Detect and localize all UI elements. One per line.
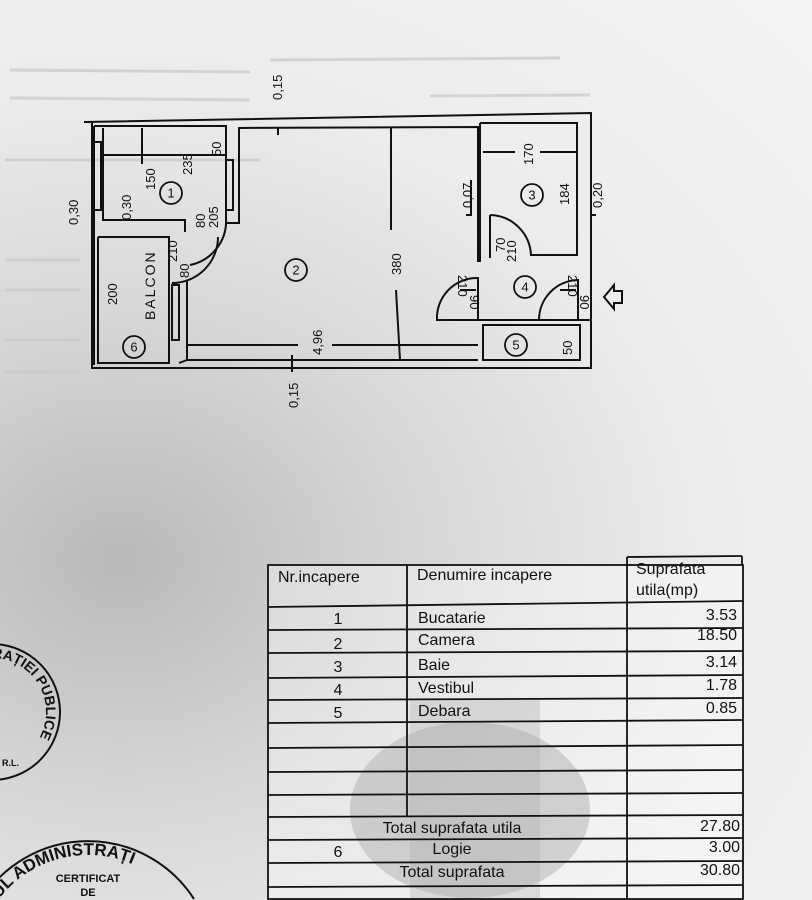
official-stamp-upper: RAȚIEI PUBLICE R.L. xyxy=(0,643,61,781)
scan-shadow xyxy=(350,722,590,898)
row-name: Vestibul xyxy=(418,680,474,697)
logia-area: 3.00 xyxy=(709,839,740,856)
row-area: 1.78 xyxy=(706,677,737,694)
dim-kitchen-door-height: 205 xyxy=(206,206,221,228)
row-area: 3.14 xyxy=(706,654,737,671)
dim-right-wall: 0,20 xyxy=(590,183,605,208)
row-area: 18.50 xyxy=(697,627,737,644)
dim-bath-door-height: 210 xyxy=(504,240,519,262)
stamp2-line2: DE xyxy=(80,887,95,899)
header-room-number: Nr.incapere xyxy=(278,569,360,586)
inner-wall xyxy=(94,125,479,262)
dim-kitchen-door: 80 xyxy=(193,214,208,228)
total-useful-label: Total suprafata utila xyxy=(383,820,522,837)
row-area: 3.53 xyxy=(706,607,737,624)
table-row: 4 Vestibul 1.78 xyxy=(334,677,738,699)
dim-balcony-door-height: 210 xyxy=(165,240,180,262)
dim-inner-door-height: 210 xyxy=(455,275,470,297)
stamp1-inner: R.L. xyxy=(2,758,19,768)
logia-number: 6 xyxy=(334,844,343,861)
dim-room-width: 380 xyxy=(389,253,404,275)
dim-inner-door-width: 90 xyxy=(467,295,482,309)
official-stamp-lower: UL ADMINISTRAȚI CERTIFICAT DE xyxy=(0,840,195,900)
stamp2-text: UL ADMINISTRAȚI xyxy=(0,840,138,900)
dim-kitchen-length: 235 xyxy=(180,153,195,175)
row-name: Baie xyxy=(418,657,450,674)
total-useful-value: 27.80 xyxy=(700,818,740,835)
row-nr: 1 xyxy=(334,611,343,628)
header-area-line2: utila(mp) xyxy=(636,582,698,599)
room-number-4: 4 xyxy=(521,280,528,295)
total-label: Total suprafata xyxy=(400,864,505,881)
row-nr: 5 xyxy=(334,705,343,722)
dim-kitchen-wall: 0,30 xyxy=(119,195,134,220)
row-nr: 3 xyxy=(334,659,343,676)
room-number-6: 6 xyxy=(130,340,137,355)
table-row: 3 Baie 3.14 xyxy=(334,654,738,676)
room-number-5: 5 xyxy=(512,338,519,353)
outer-wall xyxy=(83,111,592,369)
row-area: 0.85 xyxy=(706,700,737,717)
table-row: 5 Debara 0.85 xyxy=(334,700,738,722)
row-nr: 2 xyxy=(334,636,343,653)
dim-bath-width: 170 xyxy=(521,143,536,165)
total-value: 30.80 xyxy=(700,862,740,879)
dim-bottom-wall: 0,15 xyxy=(286,383,301,408)
table-row: 1 Bucatarie 3.53 xyxy=(334,607,738,628)
dim-bath-length: 184 xyxy=(557,183,572,205)
dim-entry-door-height: 210 xyxy=(565,275,580,297)
dim-kitchen-width: 150 xyxy=(143,168,158,190)
stamp2-line1: CERTIFICAT xyxy=(56,873,121,885)
dim-top-wall: 0,15 xyxy=(270,75,285,100)
logia-label: Logie xyxy=(432,841,471,858)
balcony-label: BALCON xyxy=(142,250,158,320)
room-number-3: 3 xyxy=(528,188,535,203)
row-name: Bucatarie xyxy=(418,610,486,627)
row-name: Camera xyxy=(418,632,475,649)
dim-entry-door-width: 90 xyxy=(577,295,592,309)
row-nr: 4 xyxy=(334,682,343,699)
stamp2-ring xyxy=(0,840,195,900)
dim-balcony-length: 200 xyxy=(105,283,120,305)
dim-left-wall: 0,30 xyxy=(66,200,81,225)
table-row: 2 Camera 18.50 xyxy=(334,627,738,653)
row-name: Debara xyxy=(418,703,471,720)
header-room-name: Denumire incapere xyxy=(417,567,552,584)
floor-plan: 1 2 3 4 5 6 0,15 0,15 0,30 150 235 50 0,… xyxy=(66,75,623,408)
dim-bath-door-width: 70 xyxy=(493,238,508,252)
dim-bath-wall: 0,07 xyxy=(460,183,475,208)
header-area-line1: Suprafata xyxy=(636,561,705,578)
scan-shadow xyxy=(410,700,540,898)
dim-balcony-door-width: 80 xyxy=(177,264,192,278)
faded-background-text xyxy=(5,56,591,374)
dim-room-length: 4,96 xyxy=(310,330,325,355)
entrance-arrow-icon xyxy=(602,282,623,312)
room-number-2: 2 xyxy=(292,263,299,278)
room-area-table: Nr.incapere Denumire incapere Suprafata … xyxy=(267,555,744,900)
dim-storage-width: 50 xyxy=(560,341,575,355)
room-number-1: 1 xyxy=(167,186,174,201)
dim-kitchen-niche: 50 xyxy=(209,142,224,156)
stamp1-text: RAȚIEI PUBLICE xyxy=(0,645,59,743)
